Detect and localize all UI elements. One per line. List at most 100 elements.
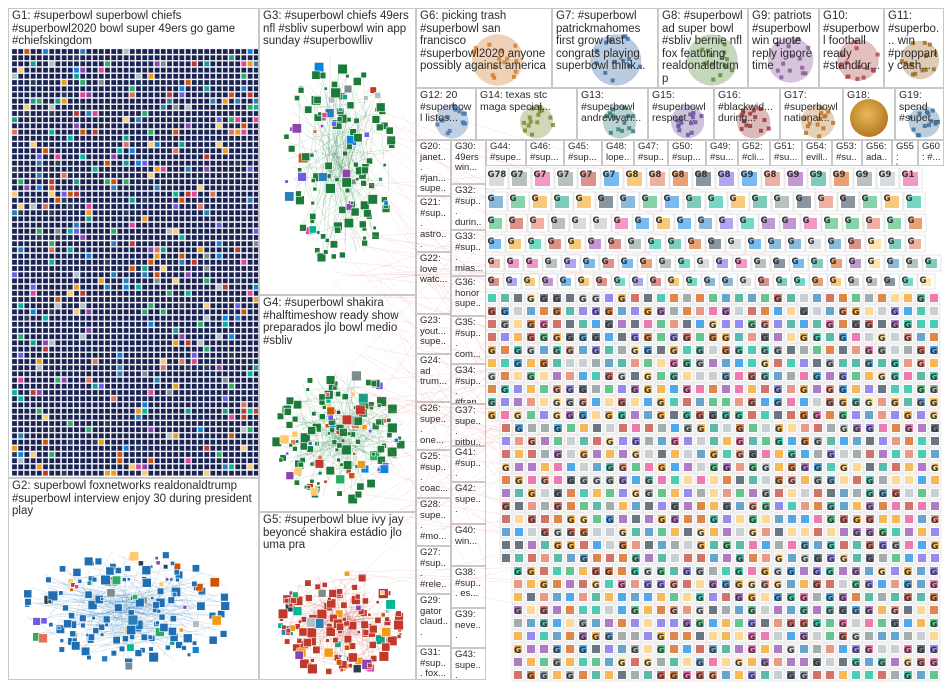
tiny-group-letter: G8 [695, 170, 708, 180]
tiny-group-letter: G [716, 257, 723, 267]
group-label-g5: G5: #superbowl blue ivy jay beyoncé shak… [263, 514, 413, 552]
tiny-group-letter: G [748, 321, 755, 331]
tiny-group-letter: G [740, 276, 747, 286]
group-label-g3: G3: #superbowl chiefs 49ers nfl #sbliv s… [263, 10, 413, 48]
tiny-group-letter: G [908, 216, 915, 226]
group-panel-g41: G41: #sup... supe... [451, 446, 486, 482]
tiny-group-node [878, 307, 886, 315]
tiny-group-letter: G [848, 276, 855, 286]
tiny-group-letter: G [551, 216, 558, 226]
tiny-group-letter: G [602, 257, 609, 267]
tiny-group-node [735, 307, 743, 315]
group-label-g2: G2: superbowl foxnetworks realdonaldtrum… [12, 480, 256, 518]
tiny-group-node [800, 294, 808, 302]
tiny-group-letter: G8 [718, 170, 731, 180]
tiny-group-letter: G [508, 237, 515, 247]
group-label-g47: G47: #sup... [638, 142, 665, 166]
group-panel-g34: G34: #sup... #fran... [451, 364, 486, 404]
tiny-group-letter: G [839, 308, 846, 318]
tiny-group-letter: G [761, 321, 768, 331]
tiny-group-letter: G [906, 257, 913, 267]
tiny-group-node [683, 320, 691, 328]
tiny-group-letter: G [605, 321, 612, 331]
tiny-group-node [735, 320, 743, 328]
group-panel-g37: G37: supe... pitbu... [451, 404, 486, 446]
group-panel-g52: G52: #cli... [738, 140, 770, 166]
tiny-group-node [553, 320, 561, 328]
group-label-g45: G45: #sup... [568, 142, 599, 163]
group-panel-g47: G47: #sup... [634, 140, 668, 166]
group-panel-g26: G26: supe... one... [416, 402, 451, 450]
group-label-g60: G60: #... [922, 142, 941, 163]
tiny-group-letter: G78 [488, 170, 507, 180]
tiny-group-letter: G [488, 216, 495, 226]
tiny-group-letter: G [583, 257, 590, 267]
group-panel-g43: G43: supe... [451, 648, 486, 680]
tiny-group-letter: G [852, 308, 859, 318]
tiny-group-node [566, 320, 574, 328]
tiny-group-node [644, 294, 652, 302]
tiny-group-letter: G [579, 295, 586, 305]
group-label-g1: G1: #superbowl superbowl chiefs #superbo… [12, 10, 256, 48]
tiny-group-letter: G [740, 216, 747, 226]
group-label-g18: G18: [847, 90, 892, 102]
tiny-group-node [696, 320, 704, 328]
tiny-group-letter: G7 [580, 170, 593, 180]
tiny-group-letter: G [709, 321, 716, 331]
group-label-g48: G48: lope... [606, 142, 631, 166]
tiny-group-node [865, 307, 873, 315]
tiny-group-letter: G [618, 295, 625, 305]
group-label-g54: G54: evill... [806, 142, 829, 166]
tiny-group-letter: G1 [902, 170, 915, 180]
tiny-group-letter: G [728, 237, 735, 247]
tiny-group-letter: G [668, 276, 675, 286]
tiny-group-node [826, 307, 834, 315]
tiny-group-node [709, 294, 717, 302]
tiny-group-node [488, 320, 496, 328]
group-label-g20: G20: janet... #jan... supe... [420, 142, 448, 196]
group-label-g26: G26: supe... one... [420, 404, 448, 446]
tiny-group-letter: G [730, 194, 737, 204]
tiny-group-letter: G [906, 194, 913, 204]
tiny-group-letter: G [560, 276, 567, 286]
tiny-group-letter: G [698, 216, 705, 226]
tiny-group-letter: G [868, 257, 875, 267]
group-label-g13: G13: #superbowl andrewyan... [581, 90, 645, 125]
tiny-group-node [761, 294, 769, 302]
tiny-group-letter: G [576, 194, 583, 204]
tiny-group-letter: G [527, 321, 534, 331]
tiny-group-letter: G [614, 276, 621, 286]
tiny-group-letter: G [782, 216, 789, 226]
group-label-g22: G22: love watc... [420, 254, 448, 286]
tiny-group-node [891, 294, 899, 302]
group-label-g16: G16: #blackwid... during... [718, 90, 777, 125]
group-label-g17: G17: #superbowl national... [784, 90, 840, 125]
group-label-g29: G29: gator claud... [420, 596, 448, 638]
group-panel-g21: G21: #sup... astro... spac... [416, 196, 451, 252]
tiny-group-letter: G [828, 237, 835, 247]
tiny-group-letter: G [488, 308, 495, 318]
tiny-group-letter: G [888, 237, 895, 247]
group-label-g23: G23: yout... supe... [420, 316, 448, 354]
tiny-group-letter: G [849, 257, 856, 267]
tiny-group-node [930, 307, 938, 315]
group-label-g33: G33: #sup... mias... [455, 232, 483, 274]
tiny-group-node [813, 307, 821, 315]
group-panel-g25: G25: #sup... coac... [416, 450, 451, 498]
tiny-group-letter: G [848, 237, 855, 247]
tiny-group-node [657, 320, 665, 328]
tiny-group-node [618, 307, 626, 315]
tiny-group-letter: G8 [672, 170, 685, 180]
tiny-group-letter: G [678, 257, 685, 267]
tiny-group-node [566, 294, 574, 302]
tiny-group-letter: G [509, 216, 516, 226]
tiny-group-node [787, 294, 795, 302]
tiny-group-letter: G [677, 216, 684, 226]
tiny-group-node [514, 320, 522, 328]
tiny-group-letter: G [530, 216, 537, 226]
tiny-group-node [566, 307, 574, 315]
tiny-group-letter: G9 [833, 170, 846, 180]
tiny-group-letter: G [808, 237, 815, 247]
tiny-group-letter: G9 [741, 170, 754, 180]
group-label-g12: G12: 20 #superbowl listos... [420, 90, 473, 125]
